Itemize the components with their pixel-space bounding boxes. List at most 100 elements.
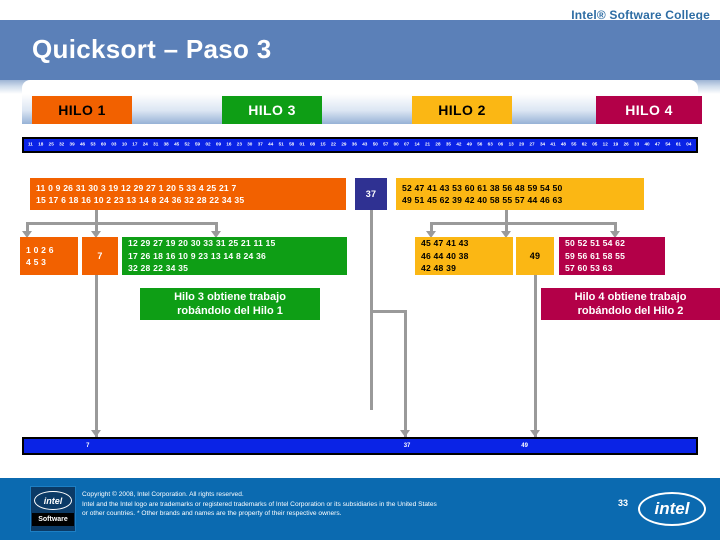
array-cell: 36 xyxy=(351,141,357,147)
array-cell: 03 xyxy=(111,141,117,147)
thread3-steal-note: Hilo 3 obtiene trabajo robándolo del Hil… xyxy=(140,288,320,320)
connector-pivot49-down xyxy=(534,275,537,437)
page-title: Quicksort – Paso 3 xyxy=(32,34,272,64)
partition-row: 11 0 9 26 31 30 3 19 12 29 27 1 20 5 33 … xyxy=(36,182,237,193)
array-cell: 49 xyxy=(466,141,472,147)
array-cell: 25 xyxy=(48,141,54,147)
copyright-line-3: or other countries. * Other brands and n… xyxy=(82,510,342,517)
thread1-parent-partition: 11 0 9 26 31 30 3 19 12 29 27 1 20 5 33 … xyxy=(30,178,346,210)
thread4-steal-note: Hilo 4 obtiene trabajo robándolo del Hil… xyxy=(541,288,720,320)
array-cell: 28 xyxy=(435,141,441,147)
array-cell: 11 xyxy=(28,141,33,147)
array-cell: 26 xyxy=(623,141,629,147)
array-cell: 44 xyxy=(268,141,274,147)
array-cell: 29 xyxy=(341,141,347,147)
thread-chip-hilo4[interactable]: HILO 4 xyxy=(596,96,702,124)
connector-pivot37-jog xyxy=(369,310,406,313)
array-cell: 10 xyxy=(121,141,127,147)
connector-right-stem xyxy=(504,210,508,222)
array-cell: 31 xyxy=(153,141,159,147)
software-badge: Software xyxy=(32,513,74,526)
array-cell: 63 xyxy=(487,141,493,147)
array-cell: 12 xyxy=(602,141,608,147)
array-cell: 47 xyxy=(654,141,661,147)
arrow-down-icon xyxy=(530,430,540,437)
array-cell: 38 xyxy=(163,141,169,147)
steal-note-line1: Hilo 3 obtiene trabajo xyxy=(174,291,286,303)
global-pivot: 37 xyxy=(355,178,387,210)
array-cell: 59 xyxy=(194,141,201,147)
title-bar: Quicksort – Paso 3 xyxy=(0,20,720,80)
partition-row: 50 52 51 54 62 xyxy=(565,238,626,249)
array-cell: 40 xyxy=(644,141,650,147)
array-cell: 35 xyxy=(445,141,451,147)
steal-note-line2: robándolo del Hilo 2 xyxy=(577,305,684,317)
array-cell: 23 xyxy=(236,141,242,147)
thread-chip-hilo3[interactable]: HILO 3 xyxy=(222,96,322,124)
header-notch xyxy=(22,80,698,94)
array-cell: 58 xyxy=(289,141,295,147)
copyright-line-2: Intel and the Intel logo are trademarks … xyxy=(82,500,437,508)
array-pivot-marker: 49 xyxy=(521,443,528,449)
array-cell: 14 xyxy=(414,141,420,147)
array-cell: 46 xyxy=(80,141,86,147)
connector-left-stem xyxy=(94,210,98,222)
intel-logo-icon: intel xyxy=(34,491,72,510)
connector-left-drop-a xyxy=(26,222,29,233)
array-cell: 34 xyxy=(539,141,546,147)
array-cell: 01 xyxy=(299,141,305,147)
partition-row: 12 29 27 19 20 30 33 31 25 21 11 15 xyxy=(128,238,276,249)
connector-right-drop-c xyxy=(614,222,617,233)
partition-row: 45 47 41 43 xyxy=(421,238,469,249)
intel-brand-logo-icon: intel xyxy=(638,492,706,526)
array-cell: 22 xyxy=(330,141,336,147)
array-cell: 24 xyxy=(142,141,148,147)
array-cell: 21 xyxy=(424,141,431,147)
arrow-down-icon xyxy=(610,231,620,238)
array-cell: 06 xyxy=(498,141,504,147)
array-cell: 07 xyxy=(404,141,410,147)
partition-row: 46 44 40 38 xyxy=(421,250,469,261)
array-cell: 42 xyxy=(456,141,462,147)
partition-row: 32 28 22 34 35 xyxy=(128,263,189,274)
steal-note-line1: Hilo 4 obtiene trabajo xyxy=(574,291,687,303)
array-cell: 05 xyxy=(592,141,598,147)
partition-row: 42 48 39 xyxy=(421,263,457,274)
thread2-parent-partition: 52 47 41 43 53 60 61 38 56 48 59 54 50 4… xyxy=(396,178,644,210)
connector-pivot7-down xyxy=(94,275,98,437)
partition-row: 59 56 61 58 55 xyxy=(565,250,626,261)
array-cell: 41 xyxy=(550,141,556,147)
thread1-low-partition: 1 0 2 6 4 5 3 xyxy=(20,237,78,275)
array-cell: 57 xyxy=(383,141,389,147)
array-cell: 54 xyxy=(665,141,671,147)
thread-chip-hilo2[interactable]: HILO 2 xyxy=(412,96,512,124)
header-shadow xyxy=(0,80,720,94)
array-cell: 32 xyxy=(59,141,65,147)
array-cell: 19 xyxy=(613,141,619,147)
arrow-down-icon xyxy=(211,231,221,238)
array-cell: 16 xyxy=(226,141,232,147)
partition-row: 1 0 2 6 xyxy=(26,244,54,255)
partition-row: 49 51 45 62 39 42 40 58 55 57 44 46 63 xyxy=(402,195,563,205)
header-gradient-band xyxy=(22,94,698,124)
array-cell: 08 xyxy=(309,141,316,147)
partition-row: 4 5 3 xyxy=(26,257,47,267)
connector-left-bus xyxy=(26,222,217,225)
array-cell: 45 xyxy=(174,141,180,147)
array-pivot-marker: 37 xyxy=(403,443,411,449)
partition-row: 57 60 53 63 xyxy=(565,263,613,274)
arrow-down-icon xyxy=(500,231,511,238)
thread-chip-hilo1[interactable]: HILO 1 xyxy=(32,96,132,124)
global-pivot-value: 37 xyxy=(365,188,377,199)
partition-row: 15 17 6 18 16 10 2 23 13 14 8 24 36 32 2… xyxy=(36,195,245,205)
array-cell: 27 xyxy=(529,141,535,147)
array-cell: 33 xyxy=(634,141,640,147)
array-cell: 61 xyxy=(675,141,681,147)
array-cell: 18 xyxy=(38,141,44,147)
partition-row: 17 26 18 16 10 9 23 13 14 8 24 36 xyxy=(128,250,267,261)
connector-right-drop-b xyxy=(504,222,508,233)
copyright-line-1: Copyright © 2008, Intel Corporation. All… xyxy=(82,491,244,498)
array-cell: 15 xyxy=(320,141,326,147)
